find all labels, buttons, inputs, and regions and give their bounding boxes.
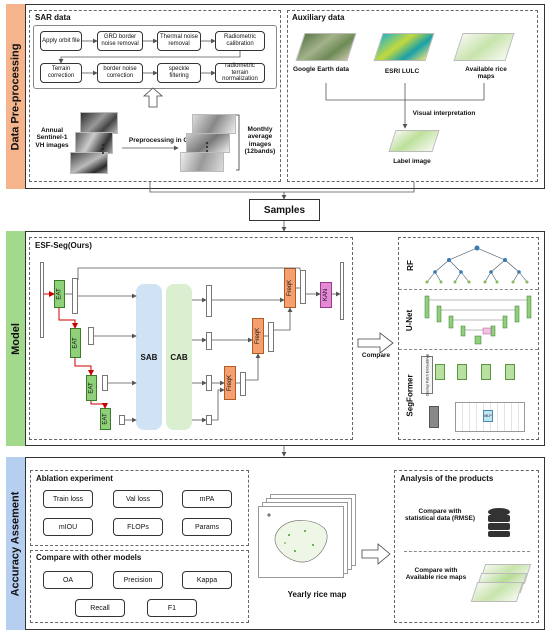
esf-seg-panel (29, 237, 353, 440)
overlap-patch-box: Overlap Patch Embeddings (421, 354, 433, 396)
monthly-image (180, 152, 224, 172)
products-title: Analysis of the products (400, 474, 494, 483)
ablation-title: Ablation experiment (36, 474, 113, 483)
compare-models-panel (30, 550, 249, 623)
unet-label: U-Net (405, 309, 415, 331)
aux-panel (287, 10, 538, 182)
sar-title: SAR data (35, 13, 71, 22)
rf-label: RF (405, 259, 415, 271)
monthly-label: Monthly average images (12bands) (244, 126, 276, 156)
accuracy-stage-text: Accuracy Assement (9, 491, 22, 596)
step-apply-orbit: Apply orbit file (40, 31, 82, 51)
label-image-text: Label image (393, 158, 431, 165)
island-map (267, 513, 328, 563)
compare-models-title: Compare with other models (36, 553, 142, 562)
esri-lulc-label: ESRI LULC (384, 68, 420, 75)
ablation-panel (30, 470, 249, 546)
map-sheet-front (258, 506, 344, 578)
products-panel (394, 470, 539, 623)
sar-steps-frame (33, 25, 277, 89)
metric-kappa: Kappa (182, 571, 232, 589)
segformer-stage (435, 364, 445, 380)
feature-bar (102, 375, 108, 391)
sab-block: SAB (136, 284, 162, 430)
segformer-decoder (429, 406, 439, 428)
google-earth-label: Google Earth data (293, 66, 349, 73)
product-rice-maps: Compare with Available rice maps (405, 567, 467, 582)
rice-maps-label: Available rice maps (465, 66, 507, 81)
segformer-label: SegFormer (405, 373, 415, 417)
metric-flops: FLOPs (113, 518, 163, 536)
step-border-noise: border noise correction (97, 63, 143, 83)
feature-bar (88, 327, 94, 345)
unet-label-wrap: U-Net (401, 290, 419, 350)
metric-val-loss: Val loss (113, 490, 163, 508)
metric-mpa: mPA (182, 490, 232, 508)
segformer-mlp-box: MLP (483, 410, 493, 422)
preprocessing-stage-label: Data Pre-processing (6, 4, 26, 189)
metric-params: Params (182, 518, 232, 536)
segformer-stage (457, 364, 467, 380)
database-icon (488, 508, 510, 537)
cab-block: CAB (166, 284, 192, 430)
aux-title: Auxiliary data (292, 13, 345, 22)
rf-tree-diagram (425, 245, 529, 284)
segformer-stage (481, 364, 491, 380)
segformer-label-wrap: SegFormer (401, 350, 419, 440)
metric-f1: F1 (147, 599, 197, 617)
esf-seg-title: ESF-Seg(Ours) (35, 241, 92, 250)
model-stage-label: Model (6, 231, 26, 446)
product-map-stack (470, 564, 532, 604)
product-map (470, 582, 524, 602)
step-terrain-correction: Terrain correction (40, 63, 82, 83)
unet-model: U-Net (399, 290, 538, 350)
unet-diagram (424, 295, 532, 345)
step-radiometric-cal: Radiometric calibration (215, 31, 265, 51)
yearly-map-stack (258, 494, 358, 584)
annual-label: Annual Sentinel-1 VH images (35, 127, 69, 149)
sar-image (70, 152, 108, 174)
metric-precision: Precision (113, 571, 163, 589)
gee-label: Preprocessing in GEE (128, 137, 198, 144)
step-rtn: radiometric terrain normalization (215, 63, 265, 83)
segformer-stage (505, 364, 515, 380)
accuracy-stage-label: Accuracy Assement (6, 457, 26, 630)
metric-miou: mIOU (43, 518, 93, 536)
products-divider (404, 551, 530, 552)
feature-bar (300, 270, 306, 304)
metric-oa: OA (43, 571, 93, 589)
yearly-map-label: Yearly rice map (287, 590, 347, 599)
segformer-model: SegFormer Overlap Patch Embeddings MLP (399, 350, 538, 440)
feature-bar (268, 322, 274, 352)
feature-bar (72, 278, 78, 314)
metric-recall: Recall (75, 599, 125, 617)
sar-panel (29, 10, 281, 182)
product-statistical: Compare with statistical data (RMSE) (404, 508, 476, 523)
compare-label: Compare (361, 352, 391, 359)
rf-label-wrap: RF (401, 240, 419, 290)
input-bar (40, 262, 44, 338)
output-bar (340, 262, 344, 320)
visual-interpretation-label: Visual interpretation (412, 110, 476, 117)
metric-train-loss: Train loss (43, 490, 93, 508)
rf-model: RF (399, 240, 538, 290)
feature-bar (119, 415, 125, 425)
step-speckle: speckle filtering (157, 63, 201, 83)
feature-bar (240, 372, 246, 396)
other-models-panel (398, 237, 539, 440)
